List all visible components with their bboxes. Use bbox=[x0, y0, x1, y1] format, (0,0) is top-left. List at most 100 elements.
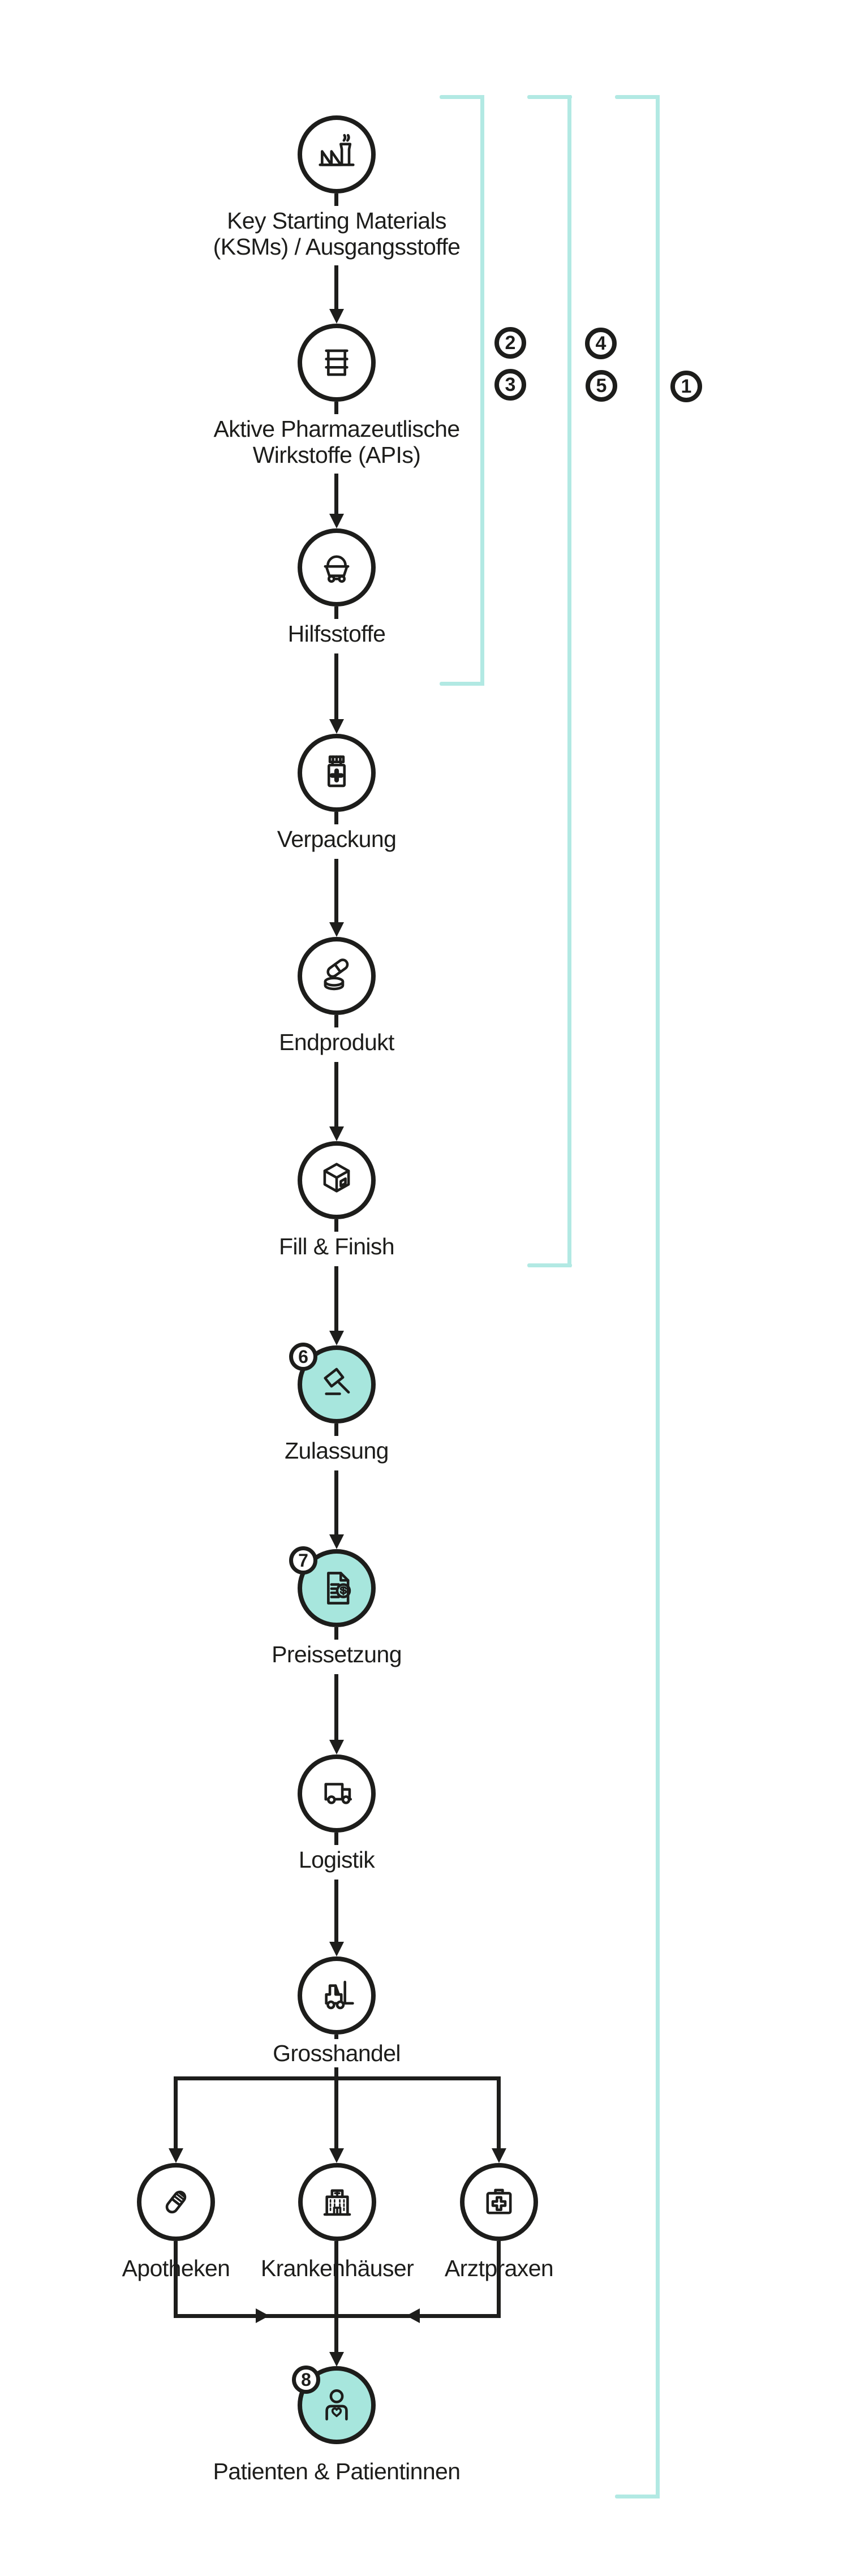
label-line: Hilfsstoffe bbox=[287, 621, 386, 647]
label-line: Key Starting Materials bbox=[227, 208, 446, 234]
node-ksm bbox=[298, 115, 376, 193]
pills-icon bbox=[324, 958, 349, 991]
merge-drop-left bbox=[174, 2241, 178, 2318]
node-label-preissetzung: Preissetzung bbox=[156, 1641, 518, 1667]
connector-line bbox=[334, 1470, 338, 1534]
label-line: (KSMs) / Ausgangsstoffe bbox=[213, 234, 461, 260]
oil-drum-icon bbox=[325, 349, 349, 376]
node-apotheken bbox=[137, 2163, 215, 2241]
badge-number: 7 bbox=[298, 1550, 308, 1571]
label-line: Wirkstoffe (APIs) bbox=[252, 442, 421, 468]
marker-number: 1 bbox=[681, 375, 692, 397]
step-badge-8: 8 bbox=[292, 2366, 320, 2394]
connector-stub bbox=[334, 1833, 338, 1845]
marker-badge-3: 3 bbox=[494, 369, 526, 401]
mine-cart-icon bbox=[324, 555, 350, 583]
branch-drop-center bbox=[334, 2080, 338, 2148]
label-line: Aktive Pharmazeutlische bbox=[213, 416, 460, 442]
label-line: Logistik bbox=[298, 1847, 375, 1873]
connector-line bbox=[334, 2067, 338, 2078]
connector-stub bbox=[334, 402, 338, 414]
connector-stub bbox=[334, 1627, 338, 1640]
gavel-icon bbox=[324, 1367, 350, 1395]
connector-stub bbox=[334, 1219, 338, 1232]
arrow-down-icon bbox=[329, 1942, 344, 1956]
first-aid-kit-icon bbox=[486, 2188, 512, 2214]
label-line: Arztpraxen bbox=[444, 2255, 554, 2281]
label-line: Preissetzung bbox=[272, 1641, 402, 1667]
node-label-apis: Aktive Pharmazeutlische Wirkstoffe (APIs… bbox=[156, 416, 518, 468]
arrow-right-icon bbox=[256, 2308, 269, 2323]
node-label-ksm: Key Starting Materials (KSMs) / Ausgangs… bbox=[156, 208, 518, 260]
node-krankenhaeuser bbox=[298, 2163, 376, 2241]
arrow-left-icon bbox=[406, 2308, 420, 2323]
node-logistik bbox=[298, 1754, 376, 1833]
label-line: Krankenhäuser bbox=[260, 2255, 414, 2281]
hospital-icon bbox=[323, 2189, 351, 2216]
badge-number: 6 bbox=[298, 1346, 308, 1367]
factory-icon bbox=[319, 134, 355, 166]
node-apis bbox=[298, 324, 376, 402]
node-label-krankenhaeuser: Krankenhäuser bbox=[244, 2255, 431, 2281]
connector-line bbox=[334, 1674, 338, 1740]
arrow-down-icon bbox=[329, 514, 344, 528]
bracket-middle-top-cap bbox=[527, 95, 572, 99]
medicine-bottle-icon bbox=[327, 755, 346, 788]
connector-stub bbox=[334, 812, 338, 824]
node-label-grosshandel: Grosshandel bbox=[156, 2040, 518, 2066]
package-box-icon bbox=[323, 1163, 350, 1193]
arrow-down-icon bbox=[329, 1126, 344, 1141]
node-endprodukt bbox=[298, 937, 376, 1015]
marker-badge-2: 2 bbox=[494, 327, 526, 359]
connector-line bbox=[334, 474, 338, 514]
node-fill-finish bbox=[298, 1141, 376, 1219]
arrow-down-icon bbox=[329, 1331, 344, 1345]
node-label-hilfsstoffe: Hilfsstoffe bbox=[156, 621, 518, 647]
merge-line bbox=[174, 2314, 501, 2318]
bracket-middle-bottom-cap bbox=[527, 1263, 572, 1267]
label-line: Patienten & Patientinnen bbox=[213, 2458, 461, 2484]
label-line: Fill & Finish bbox=[278, 1233, 395, 1259]
arrow-down-icon bbox=[492, 2148, 506, 2163]
merge-drop-center bbox=[334, 2241, 338, 2352]
connector-line bbox=[334, 1062, 338, 1126]
bracket-outer-top-cap bbox=[615, 95, 660, 99]
marker-badge-1: 1 bbox=[670, 371, 702, 402]
connector-stub bbox=[334, 193, 338, 206]
marker-number: 4 bbox=[595, 332, 606, 354]
label-line: Grosshandel bbox=[273, 2040, 401, 2066]
step-badge-6: 6 bbox=[289, 1343, 317, 1371]
connector-stub bbox=[334, 1424, 338, 1436]
marker-badge-4: 4 bbox=[585, 328, 617, 359]
node-label-patienten: Patienten & Patientinnen bbox=[156, 2458, 518, 2484]
node-zulassung bbox=[298, 1345, 376, 1424]
node-grosshandel bbox=[298, 1956, 376, 2035]
bracket-outer-line bbox=[656, 95, 660, 2498]
bracket-outer-bottom-cap bbox=[615, 2495, 660, 2498]
connector-line bbox=[334, 265, 338, 309]
connector-line bbox=[334, 1266, 338, 1331]
delivery-truck-icon bbox=[324, 1783, 352, 1804]
price-document-icon bbox=[327, 1572, 351, 1605]
marker-badge-5: 5 bbox=[586, 370, 617, 402]
patient-heart-icon bbox=[325, 2389, 348, 2421]
arrow-down-icon bbox=[329, 2352, 344, 2367]
arrow-down-icon bbox=[169, 2148, 183, 2163]
branch-split-line bbox=[174, 2076, 501, 2080]
node-label-endprodukt: Endprodukt bbox=[156, 1029, 518, 1055]
branch-drop-left bbox=[174, 2080, 178, 2148]
arrow-down-icon bbox=[329, 1740, 344, 1754]
arrow-down-icon bbox=[329, 1534, 344, 1549]
connector-stub bbox=[334, 1015, 338, 1027]
arrow-down-icon bbox=[329, 309, 344, 324]
branch-drop-right bbox=[497, 2080, 501, 2148]
connector-stub bbox=[334, 607, 338, 619]
arrow-down-icon bbox=[329, 719, 344, 734]
bracket-middle-line bbox=[567, 95, 571, 1267]
node-label-fill-finish: Fill & Finish bbox=[156, 1233, 518, 1259]
bracket-inner-line bbox=[480, 95, 484, 686]
node-label-verpackung: Verpackung bbox=[156, 826, 518, 852]
node-label-apotheken: Apotheken bbox=[83, 2255, 269, 2281]
label-line: Endprodukt bbox=[279, 1029, 394, 1055]
label-line: Verpackung bbox=[277, 826, 397, 852]
